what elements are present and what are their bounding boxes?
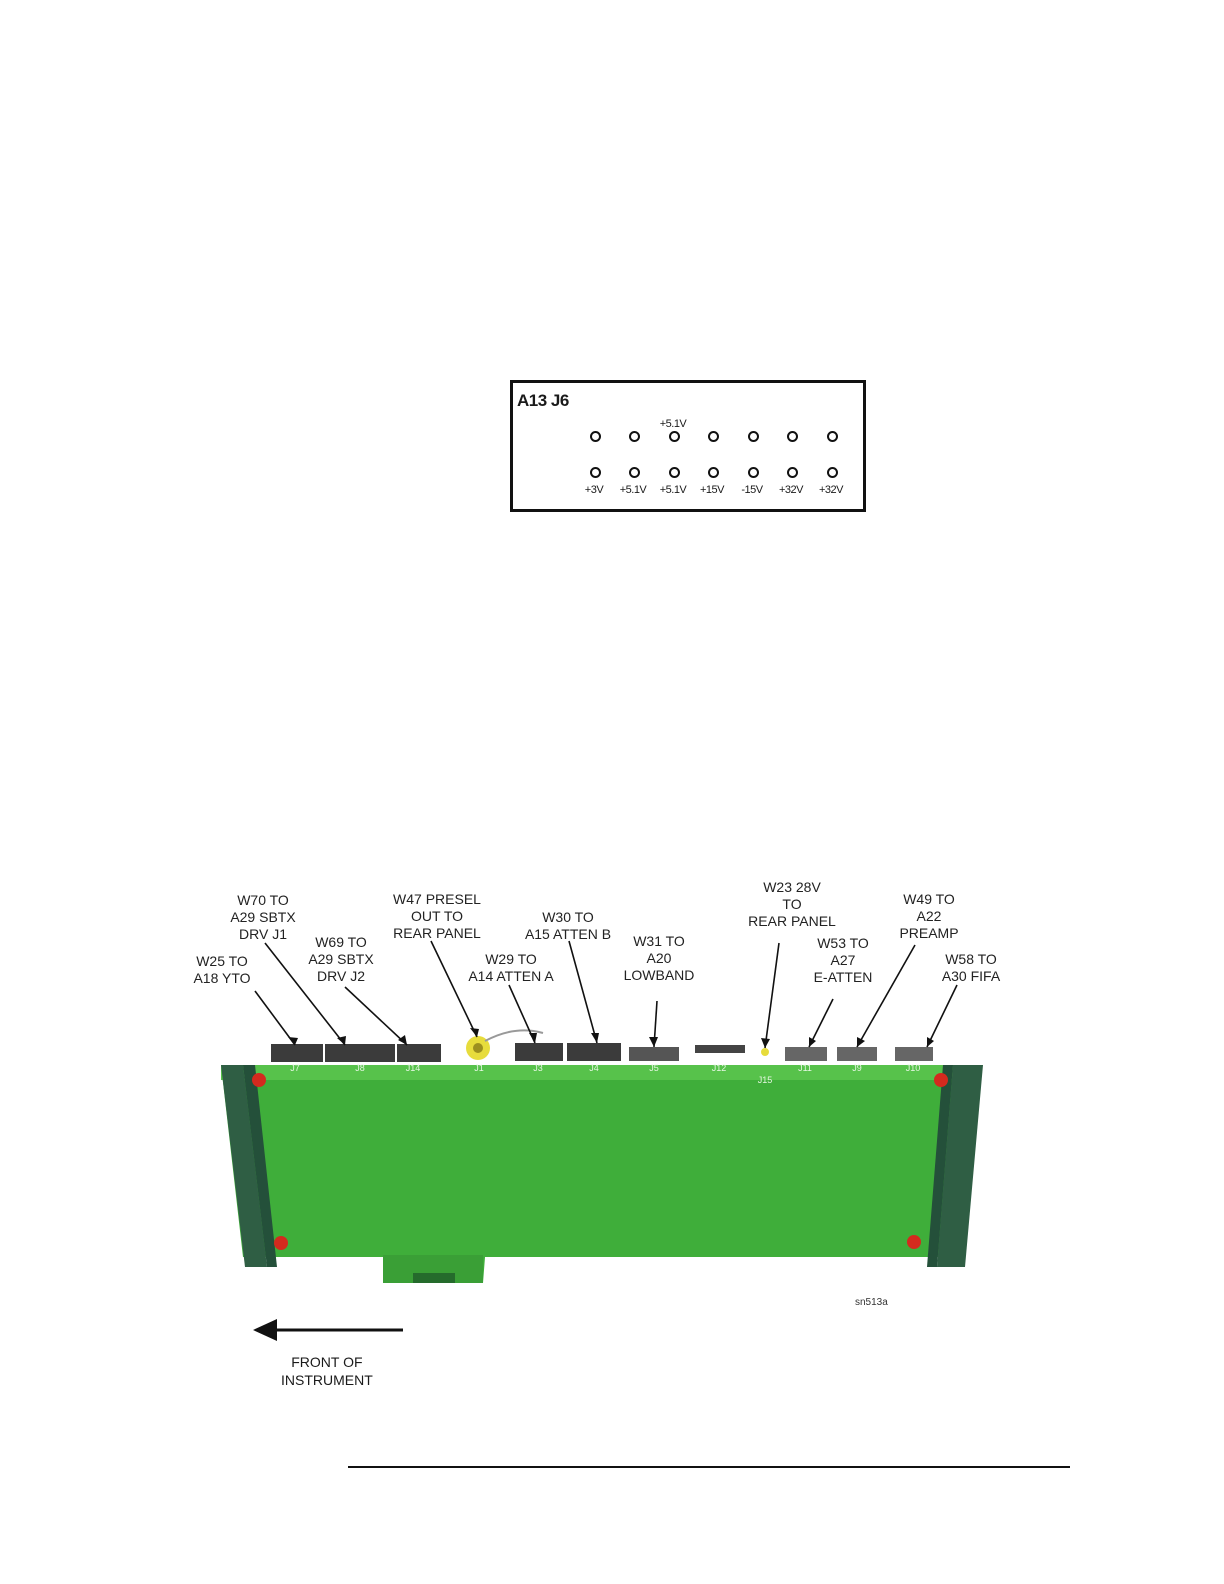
connector-label: J14 bbox=[406, 1063, 421, 1073]
pin-label: +5.1V bbox=[619, 484, 647, 496]
pin bbox=[708, 467, 719, 478]
pin-label: +32V bbox=[819, 484, 844, 496]
pin bbox=[590, 467, 601, 478]
callout-w31: W31 TO A20 LOWBAND bbox=[623, 933, 695, 983]
pin bbox=[748, 467, 759, 478]
connector-pin-diagram: A13 J6 +5.1V +3V +5.1V +5.1V +15V -15V +… bbox=[510, 380, 866, 512]
callout-w23: W23 28V TO REAR PANEL bbox=[748, 879, 836, 929]
front-of-instrument-label: FRONT OF INSTRUMENT bbox=[281, 1354, 373, 1388]
pin bbox=[590, 431, 601, 442]
screw-icon bbox=[934, 1073, 948, 1087]
callout-w58: W58 TO A30 FIFA bbox=[941, 951, 1001, 984]
pin-label: +15V bbox=[700, 484, 725, 496]
pin-label: +32V bbox=[779, 484, 804, 496]
connector-j5 bbox=[629, 1047, 679, 1061]
connector-j15 bbox=[761, 1048, 769, 1056]
connector-j8 bbox=[325, 1044, 395, 1062]
connector-j4 bbox=[567, 1043, 621, 1061]
pin bbox=[787, 431, 798, 442]
screw-icon bbox=[252, 1073, 266, 1087]
connector-label: J12 bbox=[712, 1063, 727, 1073]
callout-w47: W47 PRESEL OUT TO REAR PANEL bbox=[393, 891, 481, 941]
connector-label: J4 bbox=[589, 1063, 599, 1073]
circuit-board bbox=[221, 1065, 970, 1283]
connector-j9 bbox=[837, 1047, 877, 1061]
top-pin-label: +5.1V bbox=[659, 418, 687, 430]
connector-j7 bbox=[271, 1044, 323, 1062]
front-arrow-icon bbox=[253, 1319, 403, 1341]
pin bbox=[827, 467, 838, 478]
callout-w53: W53 TO A27 E-ATTEN bbox=[813, 935, 873, 985]
arrow-heads bbox=[288, 1028, 934, 1048]
left-rail bbox=[221, 1065, 267, 1267]
connector-j11 bbox=[785, 1047, 827, 1061]
connector-label: J11 bbox=[798, 1063, 812, 1073]
callout-w70: W70 TO A29 SBTX DRV J1 bbox=[230, 892, 296, 942]
pin bbox=[669, 467, 680, 478]
connector-label: J3 bbox=[533, 1063, 543, 1073]
diagram-title: A13 J6 bbox=[517, 391, 569, 410]
pin bbox=[748, 431, 759, 442]
callout-w30: W30 TO A15 ATTEN B bbox=[524, 909, 612, 942]
board-figure: J7 J8 J14 J1 J3 J4 J5 J12 J15 J11 J9 J10 bbox=[185, 875, 1025, 1395]
board-illustration: J7 J8 J14 J1 J3 J4 J5 J12 J15 J11 J9 J10 bbox=[221, 940, 983, 1341]
connector-j10 bbox=[895, 1047, 933, 1061]
pin bbox=[629, 467, 640, 478]
right-rail bbox=[937, 1065, 983, 1267]
connector-label: J15 bbox=[758, 1075, 773, 1085]
pin bbox=[787, 467, 798, 478]
connector-label: J8 bbox=[355, 1063, 365, 1073]
screw-icon bbox=[274, 1236, 288, 1250]
pin-label: +5.1V bbox=[659, 484, 687, 496]
callout-w69: W69 TO A29 SBTX DRV J2 bbox=[308, 934, 374, 984]
connector-j14 bbox=[397, 1044, 441, 1062]
pin bbox=[827, 431, 838, 442]
connector-label: J5 bbox=[649, 1063, 659, 1073]
pin-label: +3V bbox=[584, 484, 604, 496]
pin bbox=[629, 431, 640, 442]
pin bbox=[708, 431, 719, 442]
pin bbox=[669, 431, 680, 442]
connector-label: J10 bbox=[906, 1063, 921, 1073]
connector-label: J7 bbox=[290, 1063, 300, 1073]
pin-label: -15V bbox=[741, 484, 763, 496]
connector-j12 bbox=[695, 1045, 745, 1053]
figure-id: sn513a bbox=[855, 1297, 888, 1308]
connector-label: J1 bbox=[474, 1063, 484, 1073]
screw-icon bbox=[907, 1235, 921, 1249]
connector-label: J9 bbox=[852, 1063, 862, 1073]
footer-rule bbox=[348, 1466, 1070, 1468]
connector-j3 bbox=[515, 1043, 563, 1061]
callout-w25: W25 TO A18 YTO bbox=[193, 953, 251, 986]
callout-w49: W49 TO A22 PREAMP bbox=[899, 891, 959, 941]
callout-w29: W29 TO A14 ATTEN A bbox=[468, 951, 554, 984]
